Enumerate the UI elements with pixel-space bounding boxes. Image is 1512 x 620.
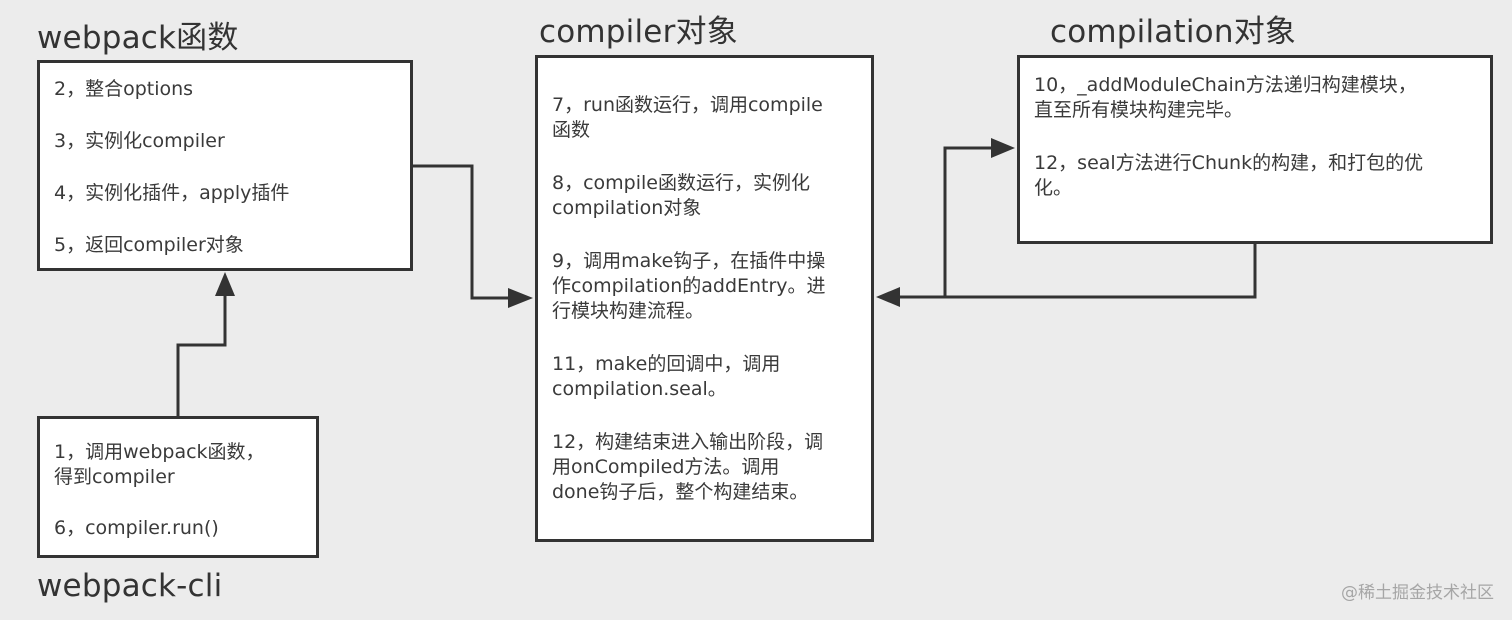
step-item: 10，_addModuleChain方法递归构建模块， 直至所有模块构建完毕。 <box>1034 74 1417 121</box>
node-webpack-function: 2，整合options 3，实例化compiler 4，实例化插件，apply插… <box>37 60 413 271</box>
edge-webpack-function-to-compiler <box>412 164 512 300</box>
node-title-compilation: compilation对象 <box>1050 14 1297 50</box>
arrowhead-right-icon <box>991 138 1015 158</box>
step-item: 3，实例化compiler <box>54 130 225 152</box>
arrowhead-up-icon <box>215 272 235 296</box>
step-item: 2，整合options <box>54 78 194 100</box>
step-item: 8，compile函数运行，实例化 compilation对象 <box>552 172 810 219</box>
step-item: 1，调用webpack函数， 得到compiler <box>54 441 265 488</box>
step-item: 4，实例化插件，apply插件 <box>54 182 290 204</box>
edge-cli-to-webpack-function <box>176 290 227 416</box>
watermark: @稀土掘金技术社区 <box>1341 583 1494 603</box>
step-item: 11，make的回调中，调用 compilation.seal。 <box>552 353 781 400</box>
step-item: 5，返回compiler对象 <box>54 234 244 256</box>
node-compilation: 10，_addModuleChain方法递归构建模块， 直至所有模块构建完毕。 … <box>1017 55 1493 244</box>
node-title-webpack-cli: webpack-cli <box>37 568 223 604</box>
edge-compiler-to-compilation <box>943 146 995 297</box>
arrowhead-left-icon <box>876 287 900 307</box>
node-compiler: 7，run函数运行，调用compile 函数 8，compile函数运行，实例化… <box>535 55 874 542</box>
step-item: 7，run函数运行，调用compile 函数 <box>552 94 823 141</box>
node-title-compiler: compiler对象 <box>539 14 738 50</box>
node-webpack-cli: 1，调用webpack函数， 得到compiler 6，compiler.run… <box>37 416 319 558</box>
arrowhead-right-icon <box>508 288 533 308</box>
step-item: 6，compiler.run() <box>54 517 219 539</box>
step-item: 12，构建结束进入输出阶段，调 用onCompiled方法。调用 done钩子后… <box>552 431 824 503</box>
step-item: 9，调用make钩子，在插件中操 作compilation的addEntry。进… <box>552 250 826 322</box>
step-item: 12，seal方法进行Chunk的构建，和打包的优 化。 <box>1034 152 1424 199</box>
node-title-webpack-function: webpack函数 <box>37 20 239 56</box>
edge-compilation-to-compiler <box>898 243 1257 299</box>
